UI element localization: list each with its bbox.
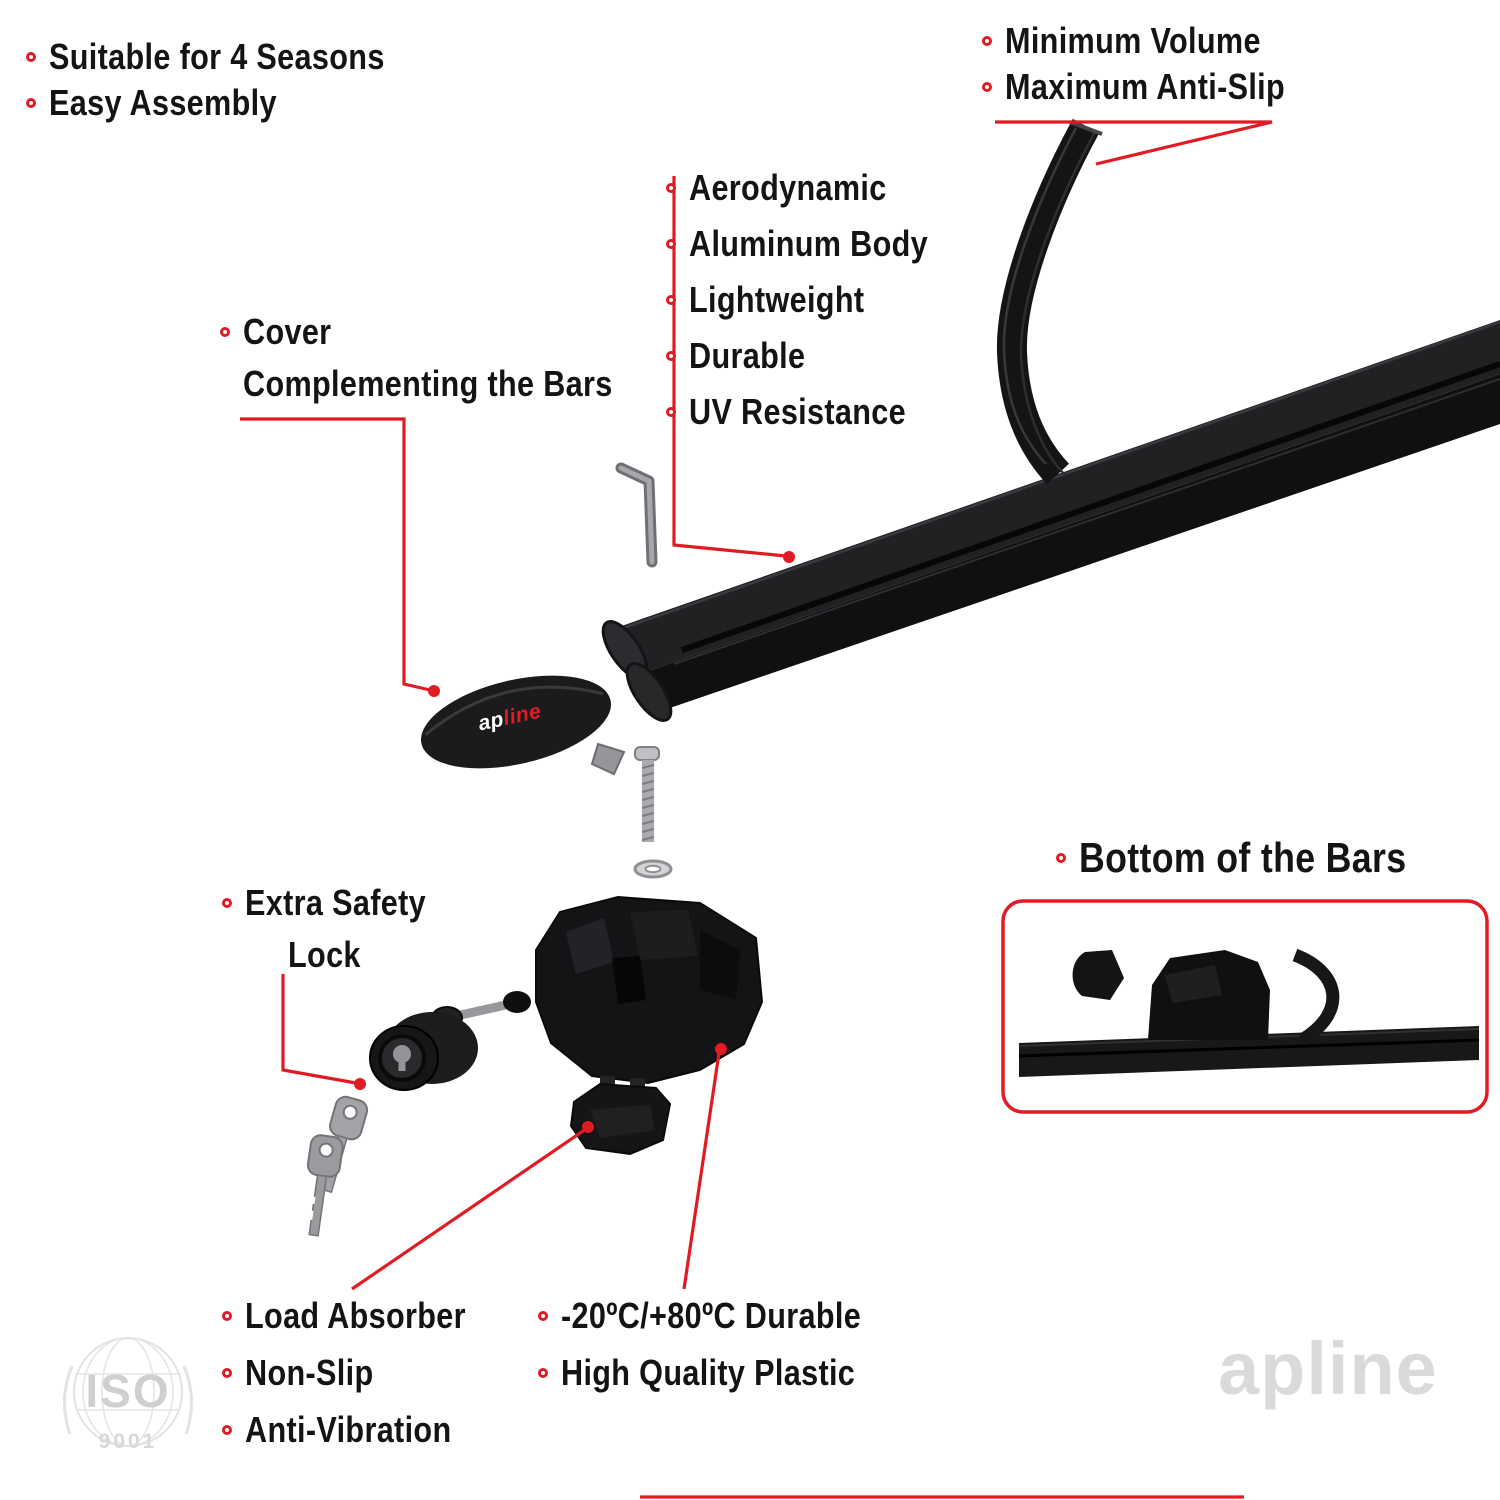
bullet-icon bbox=[666, 295, 676, 305]
iso-emblem-graphic bbox=[62, 1337, 194, 1447]
callout-lock bbox=[281, 974, 357, 1085]
bar-end-profile bbox=[601, 620, 673, 722]
feature-list-bottom-center: -20ºC/+80ºC Durable High Quality Plastic bbox=[538, 1287, 914, 1401]
safety-lock-illustration bbox=[369, 991, 531, 1091]
feature-item: Cover bbox=[220, 306, 678, 358]
rubber-strip-illustration bbox=[996, 118, 1103, 485]
feature-item: Minimum Volume bbox=[982, 18, 1334, 64]
bullet-icon bbox=[220, 327, 230, 337]
feature-label: Maximum Anti-Slip bbox=[1005, 66, 1286, 107]
feature-label: Aerodynamic bbox=[689, 167, 887, 208]
feature-label: Durable bbox=[689, 335, 806, 376]
feature-label: Bottom of the Bars bbox=[1079, 834, 1407, 881]
bullet-icon bbox=[1056, 853, 1066, 863]
feature-label: Cover bbox=[243, 311, 332, 352]
feature-item: Non-Slip bbox=[222, 1344, 505, 1401]
bullet-icon bbox=[222, 1310, 232, 1321]
keys-illustration bbox=[306, 1095, 369, 1237]
feature-list-top-right: Minimum Volume Maximum Anti-Slip bbox=[982, 18, 1334, 110]
iso-badge-subtitle: 9001 bbox=[98, 1430, 158, 1453]
bullet-icon bbox=[26, 98, 36, 108]
feature-label: Lightweight bbox=[689, 279, 865, 320]
callout-anti-slip bbox=[995, 120, 1273, 166]
iso-badge-title: ISO bbox=[85, 1365, 171, 1417]
feature-item: Aerodynamic bbox=[666, 160, 970, 216]
feature-item: Load Absorber bbox=[222, 1287, 505, 1344]
load-absorber-illustration bbox=[569, 1076, 672, 1156]
allen-key-illustration bbox=[615, 462, 658, 568]
feature-label: -20ºC/+80ºC Durable bbox=[561, 1294, 862, 1336]
mounting-foot-illustration bbox=[535, 895, 764, 1085]
bolt-illustration bbox=[634, 746, 660, 842]
bottom-of-bars-label: Bottom of the Bars bbox=[1056, 834, 1464, 882]
washer-illustration bbox=[633, 859, 673, 879]
feature-label: Aluminum Body bbox=[689, 223, 929, 264]
bullet-icon bbox=[26, 52, 36, 62]
callout-dots bbox=[354, 551, 795, 1133]
bullet-icon bbox=[982, 82, 992, 92]
feature-label: Non-Slip bbox=[245, 1351, 374, 1393]
bullet-icon bbox=[666, 183, 676, 193]
bottom-of-bars-frame bbox=[1001, 899, 1489, 1114]
feature-label: Complementing the Bars bbox=[243, 363, 613, 404]
feature-item: -20ºC/+80ºC Durable bbox=[538, 1287, 914, 1344]
callout-load-absorber bbox=[351, 1127, 587, 1291]
feature-item: Suitable for 4 Seasons bbox=[26, 34, 444, 80]
callout-durability bbox=[682, 1052, 721, 1290]
feature-list-bottom-left: Load Absorber Non-Slip Anti-Vibration bbox=[222, 1287, 505, 1458]
feature-item: Complementing the Bars bbox=[243, 358, 678, 410]
bullet-icon bbox=[982, 36, 992, 46]
cross-bar-illustration bbox=[601, 320, 1500, 722]
feature-item: Lightweight bbox=[666, 272, 970, 328]
feature-label: Easy Assembly bbox=[49, 82, 277, 123]
bullet-icon bbox=[222, 1424, 232, 1435]
bullet-icon bbox=[666, 239, 676, 249]
feature-label: Lock bbox=[288, 934, 361, 975]
bullet-icon bbox=[666, 351, 676, 361]
feature-list-top-left: Suitable for 4 Seasons Easy Assembly bbox=[26, 34, 444, 126]
bullet-icon bbox=[666, 407, 676, 417]
feature-item: Maximum Anti-Slip bbox=[982, 64, 1334, 110]
feature-item: High Quality Plastic bbox=[538, 1344, 914, 1401]
cover-callout-label: Cover Complementing the Bars bbox=[220, 306, 678, 410]
feature-item: Aluminum Body bbox=[666, 216, 970, 272]
callout-cover bbox=[240, 417, 431, 692]
feature-label: Extra Safety bbox=[245, 882, 426, 923]
bullet-icon bbox=[222, 898, 232, 908]
feature-item: Lock bbox=[288, 929, 458, 981]
feature-label: Anti-Vibration bbox=[245, 1408, 452, 1450]
bullet-icon bbox=[538, 1367, 548, 1378]
feature-label: Minimum Volume bbox=[1005, 20, 1261, 61]
feature-label: High Quality Plastic bbox=[561, 1351, 856, 1393]
feature-item: Easy Assembly bbox=[26, 80, 444, 126]
feature-item: Bottom of the Bars bbox=[1056, 834, 1464, 882]
feature-label: UV Resistance bbox=[689, 391, 907, 432]
feature-item: Durable bbox=[666, 328, 970, 384]
end-cover-illustration bbox=[421, 675, 626, 776]
brand-watermark: apline bbox=[1218, 1327, 1438, 1410]
bullet-icon bbox=[222, 1367, 232, 1378]
feature-label: Load Absorber bbox=[245, 1294, 466, 1336]
bullet-icon bbox=[538, 1310, 548, 1321]
feature-item: Extra Safety bbox=[222, 877, 458, 929]
feature-item: Anti-Vibration bbox=[222, 1401, 505, 1458]
feature-label: Suitable for 4 Seasons bbox=[49, 36, 385, 77]
feature-list-bar: Aerodynamic Aluminum Body Lightweight Du… bbox=[666, 160, 970, 440]
lock-callout-label: Extra Safety Lock bbox=[222, 877, 458, 981]
feature-item: UV Resistance bbox=[666, 384, 970, 440]
